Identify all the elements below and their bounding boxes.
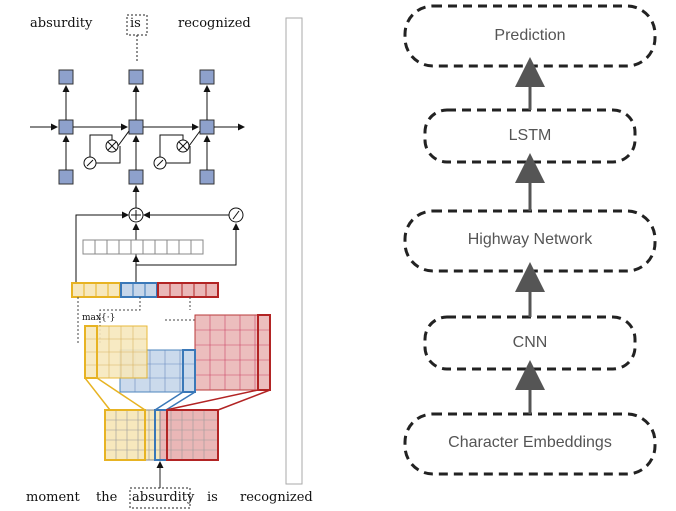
lstm-input-cell (58, 169, 74, 185)
pipeline-diagram: Prediction LSTM Highway Network CNN Char… (395, 0, 676, 511)
stage-prediction: Prediction (494, 27, 566, 44)
bottom-word-absurdity: absurdity (132, 490, 195, 505)
top-word-absurdity: absurdity (30, 16, 93, 31)
lstm-input-cells (58, 169, 215, 185)
stage-highway-network: Highway Network (467, 231, 593, 248)
pipeline-drawing (403, 4, 657, 476)
lstm-input-cell (199, 169, 215, 185)
feature-map-red (194, 314, 271, 391)
stage-lstm: LSTM (508, 127, 552, 144)
scrollbar-frame (285, 17, 303, 485)
top-word-recognized: recognized (178, 16, 251, 31)
highway-layer (82, 239, 204, 255)
stage-cnn: CNN (512, 334, 548, 351)
char-embedding-matrix (104, 409, 219, 461)
lstm-hidden-cell (58, 119, 74, 135)
lstm-output-cell (128, 69, 144, 85)
lstm-hidden-cell (128, 119, 144, 135)
pooled-feature-vector (71, 282, 219, 298)
bottom-word-moment: moment (26, 490, 80, 505)
bottom-word-the: the (96, 490, 118, 505)
lstm-input-cell (128, 169, 144, 185)
feature-map-yellow (84, 325, 148, 379)
architecture-drawing (30, 14, 303, 509)
top-word-is: is (130, 16, 141, 31)
max-pool-links (77, 297, 195, 345)
stage-character-embeddings: Character Embeddings (448, 434, 612, 451)
lstm-output-cell (199, 69, 215, 85)
lstm-output-cells (58, 69, 215, 85)
max-pool-label: max{·} (82, 313, 116, 323)
bottom-word-is: is (207, 490, 218, 505)
lstm-hidden-cell (199, 119, 215, 135)
char-aware-lm-diagram: absurdity is recognized max{·} moment th… (0, 0, 313, 511)
lstm-output-cell (58, 69, 74, 85)
bottom-word-recognized: recognized (240, 490, 313, 505)
